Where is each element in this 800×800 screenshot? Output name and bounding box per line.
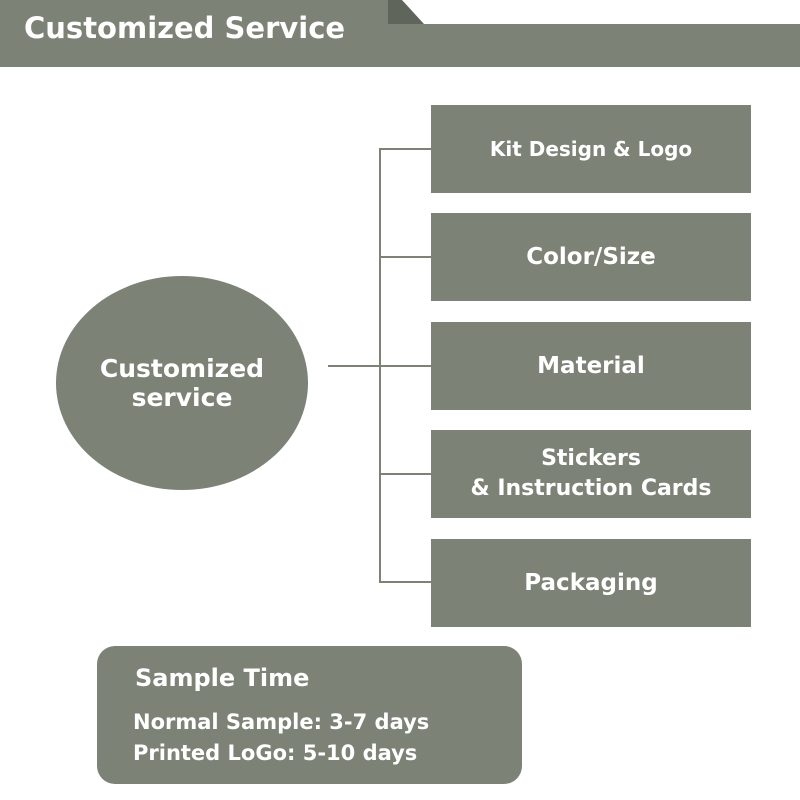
sample-time-panel: Sample Time Normal Sample: 3-7 days Prin… bbox=[97, 646, 522, 784]
hub-node-label: Customized service bbox=[99, 354, 265, 412]
branch-node-label: Packaging bbox=[524, 570, 658, 596]
header-band bbox=[0, 0, 800, 67]
branch-node-label: Color/Size bbox=[526, 244, 656, 270]
branch-node-packaging: Packaging bbox=[431, 539, 751, 627]
branch-node-stickers: Stickers & Instruction Cards bbox=[431, 430, 751, 518]
sample-time-printed-logo: Printed LoGo: 5-10 days bbox=[133, 741, 418, 765]
branch-node-kit-design: Kit Design & Logo bbox=[431, 105, 751, 193]
branch-node-label: Stickers & Instruction Cards bbox=[470, 446, 712, 501]
branch-node-label: Kit Design & Logo bbox=[489, 137, 693, 161]
hub-node: Customized service bbox=[56, 276, 308, 490]
header-bar bbox=[0, 0, 800, 67]
branch-node-material: Material bbox=[431, 322, 751, 410]
sample-time-title: Sample Time bbox=[135, 664, 310, 692]
branch-node-label: Material bbox=[537, 353, 645, 379]
branch-node-color-size: Color/Size bbox=[431, 213, 751, 301]
header-notch bbox=[388, 0, 424, 24]
page-title: Customized Service bbox=[24, 11, 346, 45]
sample-time-normal: Normal Sample: 3-7 days bbox=[133, 710, 430, 734]
